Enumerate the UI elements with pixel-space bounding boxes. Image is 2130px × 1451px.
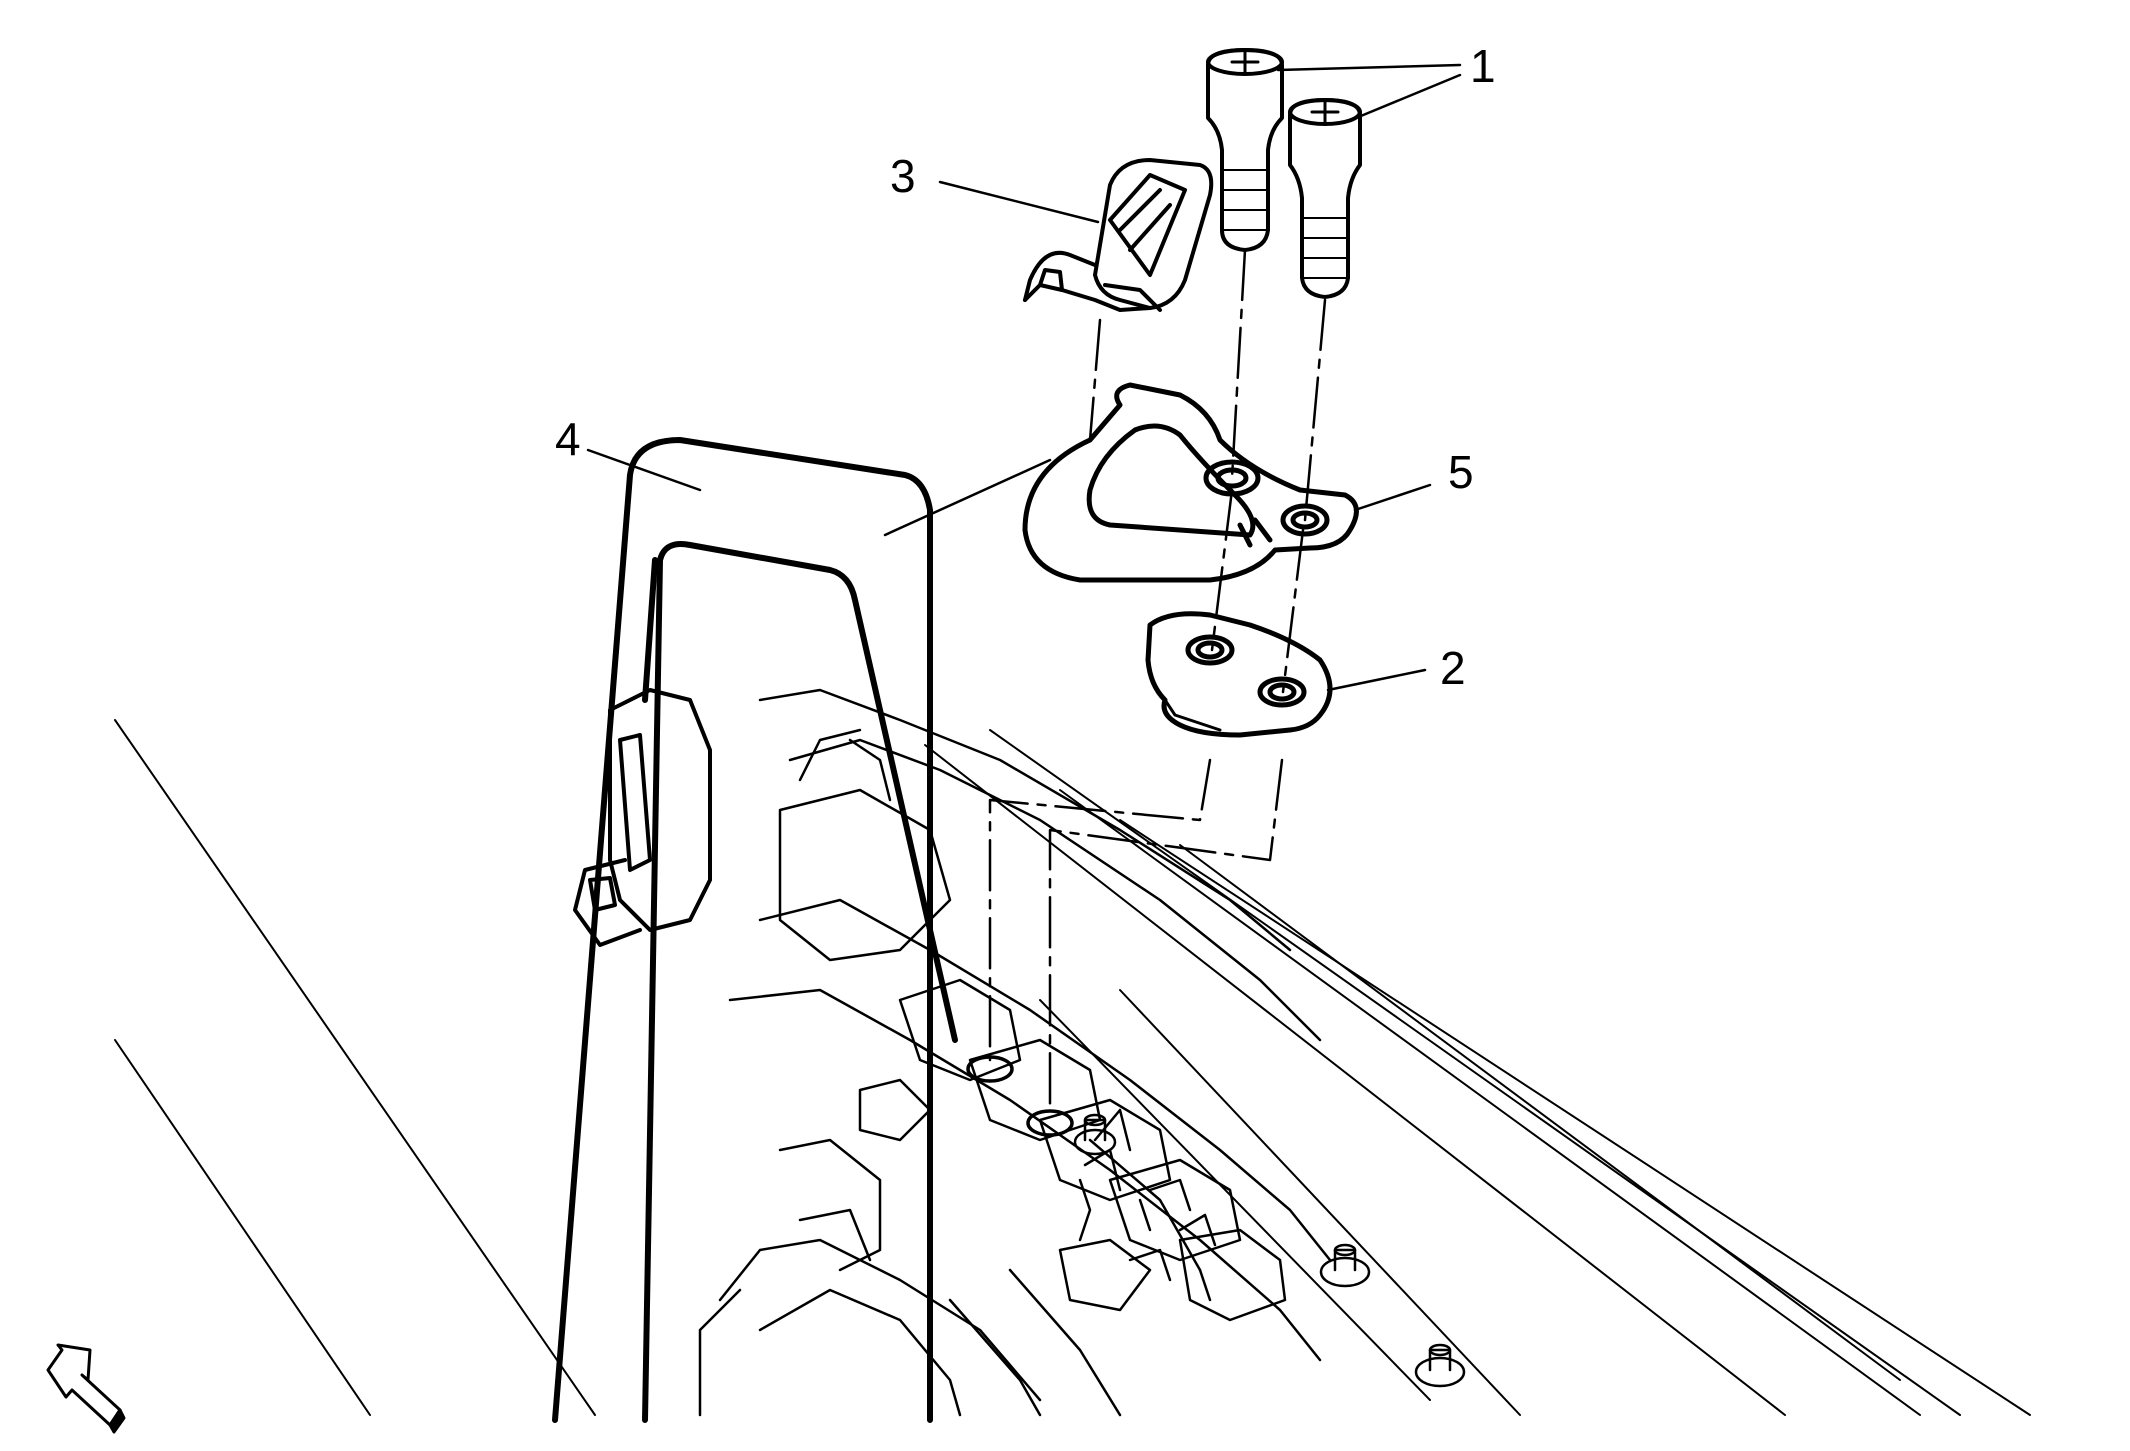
floor-studs — [1073, 1113, 1466, 1388]
front-direction-arrow-icon — [46, 1343, 126, 1434]
callout-2-label: 2 — [1440, 642, 1466, 694]
bolt-left — [1206, 48, 1284, 252]
callout-4-label: 4 — [555, 413, 581, 465]
seat-belt-webbing — [552, 437, 958, 1423]
bolt-right — [1288, 98, 1362, 299]
reinforcement-plate — [1145, 611, 1333, 738]
callout-5-label: 5 — [1448, 446, 1474, 498]
seat-track-mechanism — [698, 688, 1332, 1417]
leader-lines — [586, 63, 1462, 692]
callout-3-label: 3 — [890, 150, 916, 202]
callout-1-label: 1 — [1470, 40, 1496, 92]
floor-mounting-holes — [966, 1055, 1074, 1137]
assembly-centerlines — [988, 248, 1327, 1114]
belt-anchor — [1022, 382, 1359, 583]
seat-belt-buckle — [573, 688, 712, 947]
floor-panel-lines — [114, 719, 2031, 1416]
anchor-cover — [1023, 158, 1214, 312]
callout-labels: 1 2 3 4 5 — [555, 40, 1496, 694]
